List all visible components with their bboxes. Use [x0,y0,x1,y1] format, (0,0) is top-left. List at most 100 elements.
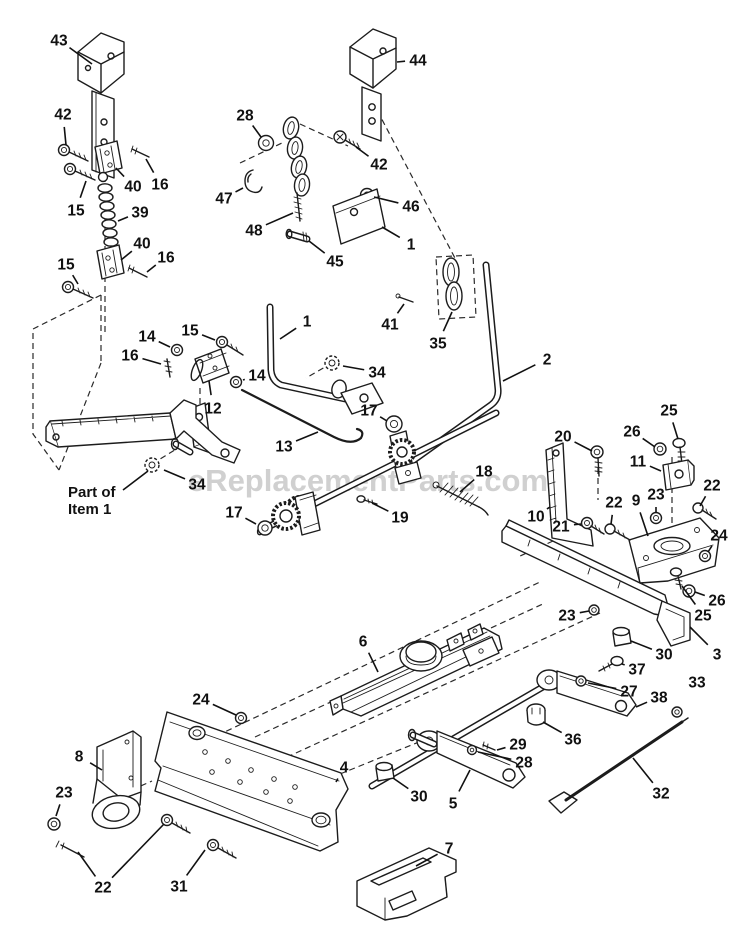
callout-4: 4 [340,760,349,777]
leader-line-15 [79,180,87,198]
bolt-20 [590,445,604,477]
bracket-plate-7 [356,847,457,921]
leader-line-37 [621,663,625,666]
callout-23: 23 [647,487,665,504]
spring-18 [432,481,489,516]
callout-16: 16 [151,177,169,194]
torque-tube-assembly [368,626,637,790]
leader-line-12 [208,380,212,396]
bolt-25-top [672,437,686,465]
leader-line-11 [649,465,662,472]
plate-1-upper [332,188,386,245]
rod-32 [548,717,689,814]
callout-22: 22 [94,880,111,897]
leader-line-42 [355,146,370,157]
callout-8: 8 [75,749,84,766]
callout-29: 29 [509,737,527,754]
callout-37: 37 [628,662,645,679]
callout-30: 30 [410,789,427,806]
leader-line-16 [146,264,157,273]
callout-31: 31 [170,879,188,896]
leader-line-8 [89,762,103,771]
callout-44: 44 [409,53,427,70]
callout-15: 15 [67,203,85,220]
washer-24-left [234,711,248,725]
callout-25: 25 [660,403,678,420]
callout-2: 2 [543,352,552,369]
callout-47: 47 [215,191,232,208]
leader-line-19 [371,502,389,512]
callout-20: 20 [554,429,571,446]
leader-line-40 [115,167,125,178]
flanged-nut-17-left [257,520,273,536]
bracket-44 [349,28,397,142]
pin-16-middle [163,358,173,378]
callout-26: 26 [708,593,726,610]
pin-16-upper [130,145,150,158]
bolt-21 [580,516,605,535]
bracket-9 [628,517,720,584]
note-leader-line [122,470,149,491]
leader-line-17 [379,416,388,422]
leader-line-3 [689,626,709,646]
leader-line-24 [707,545,713,553]
leader-line-32 [632,757,654,784]
chain-link-35 [435,254,477,320]
callout-14: 14 [138,329,156,346]
leader-line-41 [396,303,405,314]
clamp-40-lower [96,244,125,280]
nut-14-left [170,343,184,357]
callout-23: 23 [55,785,73,802]
washer-28 [257,134,275,152]
callout-32: 32 [652,786,669,803]
leader-line-10 [546,506,551,510]
callout-16: 16 [121,348,139,365]
bolt-15-middle [215,335,244,356]
callout-25: 25 [694,608,712,625]
callout-43: 43 [50,33,68,50]
callout-23: 23 [558,608,576,625]
bracket-11 [662,459,695,491]
callout-40: 40 [124,179,141,196]
callout-3: 3 [713,647,722,664]
callout-6: 6 [359,634,368,651]
lift-arm-item-1 [45,399,241,464]
leader-line-43 [69,46,93,65]
callout-34: 34 [188,477,206,494]
leader-line-42 [63,126,67,146]
leader-line-15 [72,274,79,285]
callout-45: 45 [326,254,344,271]
note-line-2: Item 1 [68,501,111,518]
leader-line-18 [459,478,475,493]
retainer-clip-34-left [144,457,160,473]
bolt-22-bottom [160,813,191,834]
leader-line-46 [373,196,399,204]
pin-41 [395,293,414,303]
leader-line-26 [694,591,706,597]
leader-line-22 [111,823,165,879]
bolt-42-right [333,130,361,150]
leader-line-23 [579,610,590,614]
callout-14: 14 [248,368,266,385]
leader-line-2 [502,364,536,382]
flanged-nut-17-top [385,415,403,433]
leader-line-21 [573,523,582,526]
leader-line-47 [235,187,244,193]
callout-13: 13 [275,439,293,456]
callout-39: 39 [131,205,149,222]
bolt-22-middle [604,523,631,541]
sprocket-clamp-left [271,491,321,536]
bolt-22-right [692,502,717,520]
leader-line-45 [308,240,326,254]
note-line-1: Part of [68,484,117,501]
sprocket-clamp-right [388,430,422,485]
callout-10: 10 [527,509,544,526]
callout-9: 9 [632,493,641,510]
callout-41: 41 [381,317,399,334]
callout-17: 17 [360,403,377,420]
leader-line-13 [295,431,319,442]
callout-15: 15 [57,257,75,274]
leader-line-16 [145,158,155,174]
leader-line-34 [163,469,186,480]
